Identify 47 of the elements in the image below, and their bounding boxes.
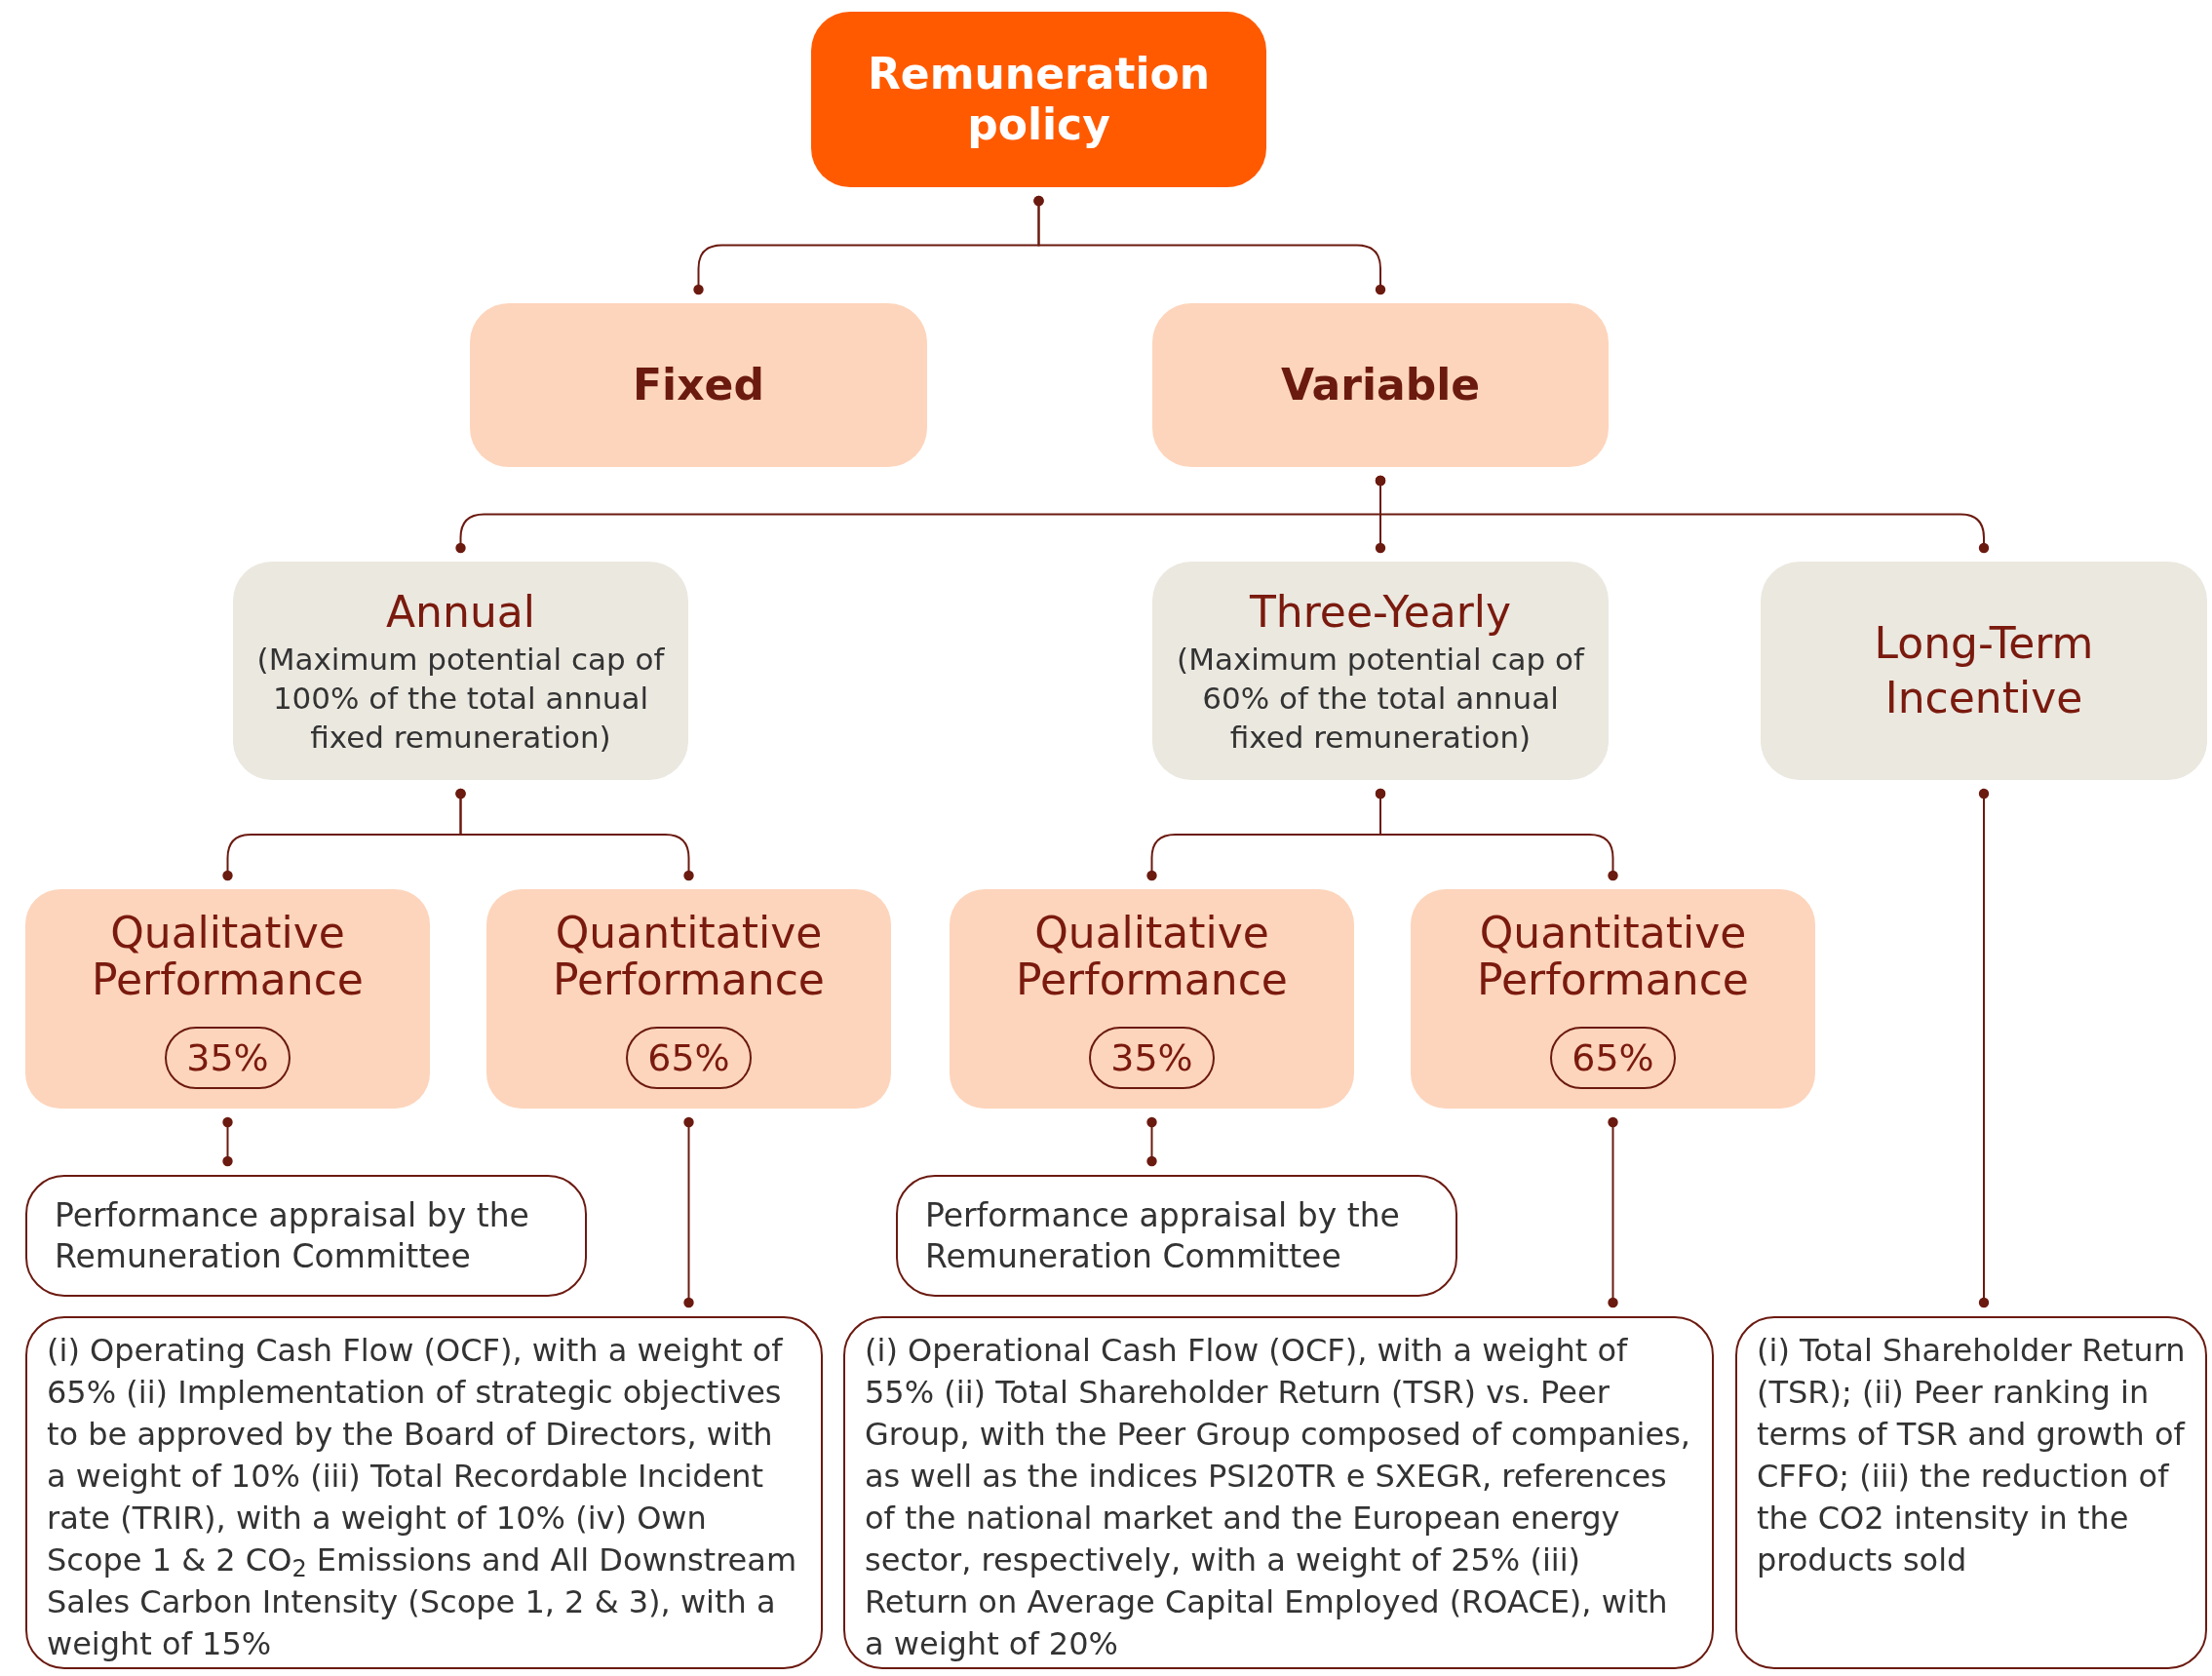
connector-line	[683, 1116, 694, 1308]
performance-box	[1411, 889, 1815, 1109]
connector-line	[1608, 1116, 1618, 1308]
heading-text: Annual	[386, 586, 535, 639]
percentage-text: 65%	[1572, 1034, 1654, 1081]
connector-line	[1978, 788, 1990, 1308]
note-text: Performance appraisal by the Remuneration Committee	[925, 1194, 1401, 1277]
period-box	[1152, 562, 1609, 780]
connector-line	[1375, 475, 1990, 554]
percentage-text: 35%	[186, 1034, 269, 1081]
performance-box	[950, 889, 1354, 1109]
category-box	[1152, 303, 1609, 467]
title-text: Remuneration policy	[866, 49, 1212, 150]
percentage-badge	[626, 1026, 752, 1089]
connector-line	[222, 1116, 233, 1167]
criteria-text: (i) Operational Cash Flow (OCF), with a weight of 55% (ii) Total Shareholder Return (TSR) vs. Peer Group, with the Peer Group composed of companies, as well as the indices PSI20TR e SXEGR, references of the national market and the European energy sector, respectively, with a weight of 25% (iii) Return on Average Capital Employed (ROACE), with a weight of 20%	[865, 1331, 1692, 1664]
heading-text: Long-Term Incentive	[1873, 617, 2095, 724]
category-box	[470, 303, 927, 467]
connector-line	[455, 788, 694, 881]
performance-box	[486, 889, 891, 1109]
category-label: Variable	[1280, 359, 1481, 411]
criteria-text: (i) Operating Cash Flow (OCF), with a weight of 65% (ii) Implementation of strategic objectives to be approved by the Board of Directors, with a weight of 10% (iii) Total Recordable Incident rate (TRIR), with a weight of 10% (iv) Own Scope 1 & 2 CO$_{2}$ Emissions and All Downstream Sales Carbon Intensity (Scope 1, 2 & 3), with a weight of 15%	[47, 1331, 798, 1664]
performance-box	[25, 889, 430, 1109]
percentage-text: 35%	[1110, 1034, 1193, 1081]
percentage-text: 65%	[647, 1034, 730, 1081]
period-box	[233, 562, 688, 780]
connector-line	[1033, 195, 1386, 295]
percentage-badge	[1550, 1026, 1676, 1089]
performance-label: Quantitative Performance	[552, 909, 826, 1003]
heading-text: Three-Yearly	[1249, 586, 1512, 639]
connector-line	[1146, 1116, 1157, 1167]
criteria-text: (i) Total Shareholder Return (TSR); (ii) Peer ranking in terms of TSR and growth of CFFO; (iii) the reduction of the CO2 intensity in the products sold	[1757, 1331, 2186, 1580]
performance-label: Qualitative Performance	[91, 909, 365, 1003]
note-box	[896, 1175, 1457, 1297]
percentage-badge	[1089, 1026, 1215, 1089]
note-box	[25, 1175, 587, 1297]
category-label: Fixed	[633, 359, 764, 411]
note-text: Performance appraisal by the Remuneration Committee	[55, 1194, 530, 1277]
performance-label: Qualitative Performance	[1015, 909, 1289, 1003]
policy-box	[811, 12, 1266, 187]
description-text: (Maximum potential cap of 60% of the total annual fixed remuneration)	[1176, 641, 1586, 757]
connector-line	[1375, 788, 1618, 881]
criteria-box	[1735, 1316, 2207, 1669]
period-box	[1761, 562, 2207, 780]
performance-label: Quantitative Performance	[1476, 909, 1750, 1003]
description-text: (Maximum potential cap of 100% of the total annual fixed remuneration)	[255, 641, 666, 757]
percentage-badge	[165, 1026, 291, 1089]
